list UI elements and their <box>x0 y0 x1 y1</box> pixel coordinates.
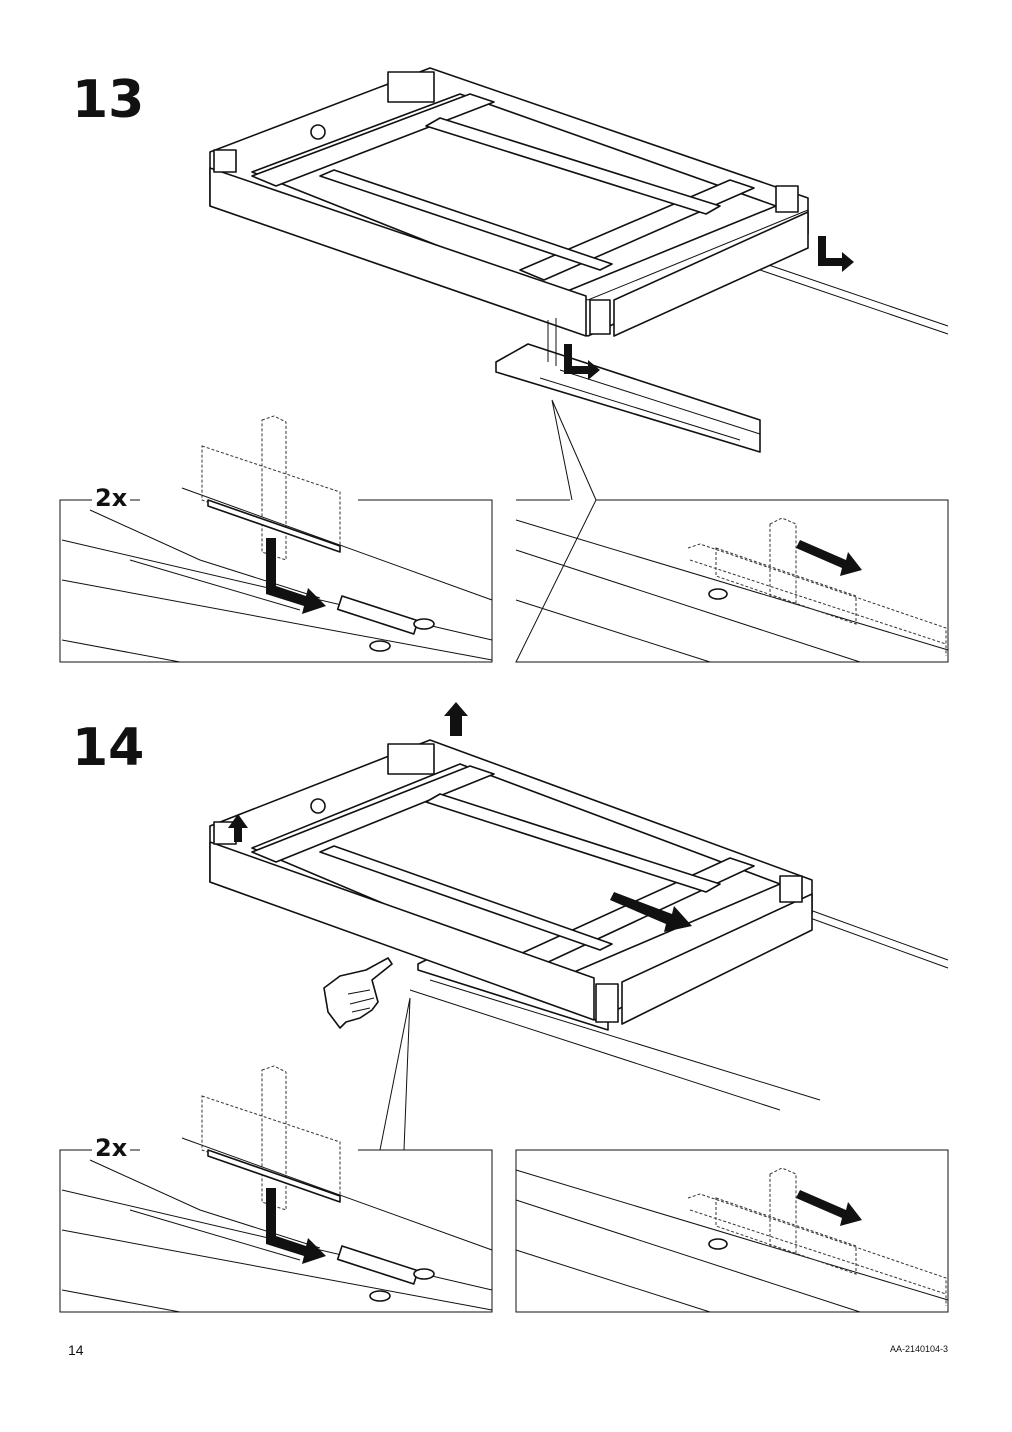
step-14-detail-right <box>515 1149 949 1313</box>
document-code: AA-2140104-3 <box>889 1344 948 1354</box>
step-13-slide-arrows <box>564 236 854 380</box>
step-13-number: 13 <box>72 70 145 130</box>
step-14-number: 14 <box>72 718 145 778</box>
step-13-detail-left <box>59 415 493 663</box>
pointing-hand-icon <box>323 957 393 1029</box>
step-13-quantity-label: 2x <box>92 486 131 510</box>
page-number: 14 <box>68 1342 84 1358</box>
step-14-detail-left <box>59 1065 493 1313</box>
step-14-table-frame <box>209 739 949 1151</box>
step-13-detail-right <box>515 499 949 663</box>
step-14-quantity-label: 2x <box>92 1136 131 1160</box>
step-14-motion-arrows <box>228 702 692 932</box>
step-13-table-frame <box>209 67 949 501</box>
